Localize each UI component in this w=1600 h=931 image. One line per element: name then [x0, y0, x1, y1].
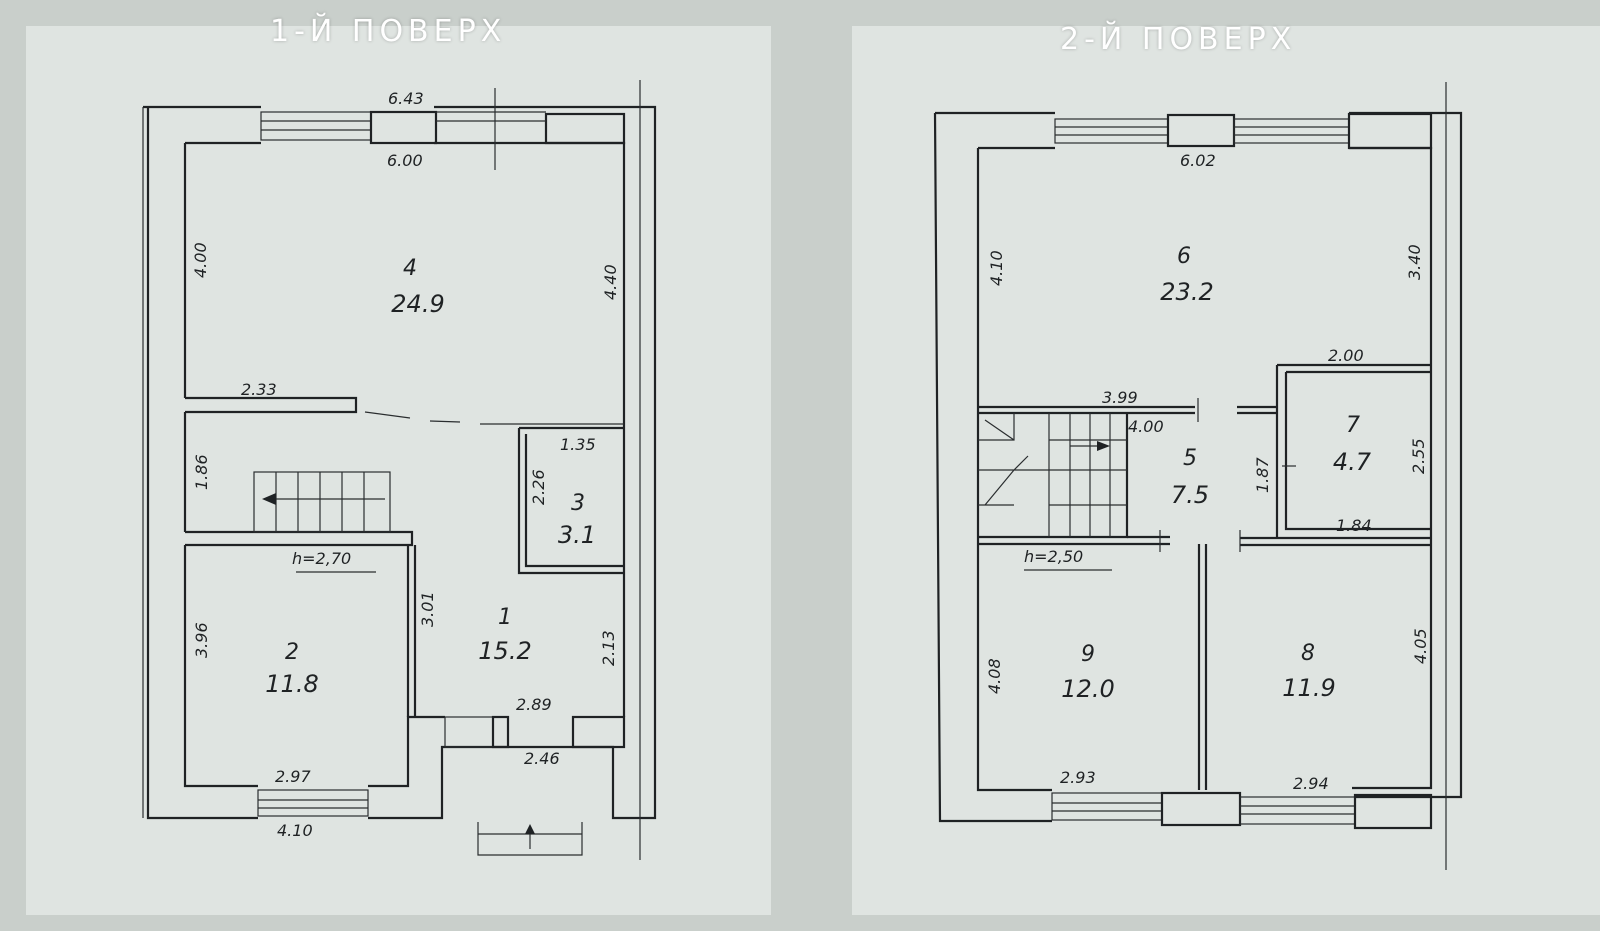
floor-1-window-top-left [260, 111, 372, 141]
dim-label: 6.43 [388, 89, 424, 108]
floor-1-room-2-wall [406, 545, 417, 717]
floor-2-window-bottom-left [1051, 792, 1163, 821]
floor-2-pier [1166, 113, 1236, 148]
dim-label: 4.00 [191, 242, 210, 278]
floor-1-partition-living [185, 396, 358, 414]
room-area: 12.0 [1061, 675, 1114, 703]
floor-2-room-7-wall [1275, 363, 1431, 540]
ceiling-height: h=2,70 [292, 549, 351, 568]
dim-label: 1.84 [1336, 516, 1372, 535]
dim-label: 2.55 [1409, 438, 1428, 474]
entrance-arrow-icon [525, 824, 535, 834]
floor-2-staircase [978, 413, 1127, 537]
room-area: 11.8 [265, 670, 318, 698]
room-area: 11.9 [1282, 674, 1335, 702]
floor-2-bedroom-divider [1197, 544, 1208, 790]
room-number: 3 [571, 491, 585, 516]
floor-1-pier [369, 110, 438, 145]
dim-label: 2.46 [524, 749, 560, 768]
room-number: 7 [1346, 413, 1360, 438]
dim-label: 4.00 [1128, 417, 1164, 436]
floor-2-window-bottom-right [1239, 796, 1356, 825]
floor-1-pier-right [544, 112, 626, 145]
dim-label: 3.96 [192, 622, 211, 658]
dim-label: 2.93 [1060, 768, 1096, 787]
dim-label: 2.33 [241, 380, 277, 399]
dim-label: 4.05 [1411, 628, 1430, 664]
dim-label: 3.40 [1405, 244, 1424, 280]
room-number: 2 [285, 640, 299, 665]
room-number: 5 [1183, 446, 1197, 471]
room-area: 24.9 [391, 290, 444, 318]
ceiling-height: h=2,50 [1024, 547, 1083, 566]
dim-label: 4.10 [277, 821, 313, 840]
dim-label: 2.13 [599, 630, 618, 666]
dim-label: 1.86 [192, 454, 211, 490]
floor-2-panel [852, 26, 1600, 915]
dim-label: 2.97 [275, 767, 311, 786]
dim-label: 4.08 [985, 658, 1004, 694]
floor-1-panel [26, 26, 771, 915]
floor-1-entrance-door [444, 716, 494, 748]
floor-1-outer-wall [143, 105, 657, 820]
floor-1-window-bottom [257, 789, 369, 817]
dim-label: 2.89 [516, 695, 552, 714]
room-number: 1 [498, 605, 512, 630]
room-area: 4.7 [1333, 448, 1372, 476]
floor-1-plan: 6.43 6.00 4.00 4.40 2.33 1.35 2.26 1.86 … [142, 80, 657, 860]
dim-label: 2.94 [1293, 774, 1329, 793]
room-number: 8 [1301, 641, 1315, 666]
dim-label: 6.02 [1180, 151, 1216, 170]
room-area: 3.1 [558, 521, 596, 549]
stair-arrow-icon [262, 493, 276, 505]
floor-1-stair-wall [185, 530, 414, 547]
room-area: 23.2 [1160, 278, 1213, 306]
floor-2-plan: 6.02 4.10 3.40 2.00 3.99 4.00 2.55 1.87 … [933, 82, 1463, 870]
floor-1-room-3-wall [517, 426, 624, 575]
room-number: 9 [1081, 642, 1095, 667]
floor-1-inner-wall [183, 141, 626, 788]
dim-label: 1.35 [560, 435, 596, 454]
dim-label: 3.01 [418, 591, 437, 627]
room-number: 6 [1177, 244, 1191, 269]
dim-label: 4.10 [987, 250, 1006, 286]
dim-label: 4.40 [601, 264, 620, 300]
floor-2-hall-wall [978, 535, 1431, 547]
room-area: 15.2 [478, 637, 531, 665]
dim-label: 6.00 [387, 151, 423, 170]
stair-arrow-icon [1097, 441, 1110, 451]
floor-1-staircase [253, 471, 391, 533]
floor-1-title: 1-Й ПОВЕРХ [270, 14, 507, 49]
dim-label: 1.87 [1253, 457, 1272, 493]
floor-2-stair-wall [978, 413, 1129, 539]
floor-2-window-top-left [1054, 118, 1169, 144]
dim-label: 3.99 [1102, 388, 1138, 407]
dim-label: 2.26 [529, 469, 548, 505]
floor-2-title: 2-Й ПОВЕРХ [1060, 22, 1297, 57]
room-area: 7.5 [1171, 481, 1209, 509]
dim-label: 2.00 [1328, 346, 1364, 365]
floor-2-window-top-right [1233, 118, 1350, 144]
room-number: 4 [403, 256, 417, 281]
floor-2-partition-living [978, 405, 1277, 415]
